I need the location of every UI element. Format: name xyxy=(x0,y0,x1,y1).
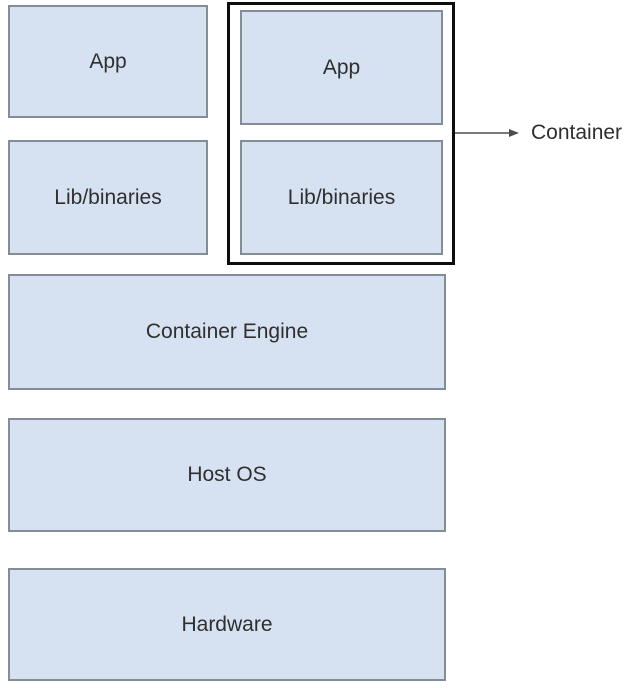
host-os-box-label: Host OS xyxy=(187,463,267,487)
app-box-host-label: App xyxy=(89,49,127,73)
app-box-container-label: App xyxy=(322,55,361,79)
container-pointer-arrow xyxy=(455,129,519,137)
hardware-box-label: Hardware xyxy=(181,612,273,636)
host-os-box: Host OS xyxy=(8,418,446,532)
hardware-box: Hardware xyxy=(8,568,446,681)
arrow-head-icon xyxy=(509,129,519,137)
container-group-outline: App Lib/binaries xyxy=(227,2,455,265)
app-box-container: App xyxy=(240,10,443,125)
lib-binaries-box-host-label: Lib/binaries xyxy=(54,185,162,209)
lib-binaries-box-container: Lib/binaries xyxy=(240,140,443,255)
container-annotation-label: Container xyxy=(531,121,623,144)
app-box-host: App xyxy=(8,5,208,118)
container-engine-box-label: Container Engine xyxy=(145,320,309,344)
lib-binaries-box-host: Lib/binaries xyxy=(8,140,208,255)
container-engine-box: Container Engine xyxy=(8,274,446,390)
lib-binaries-box-container-label: Lib/binaries xyxy=(287,185,396,209)
